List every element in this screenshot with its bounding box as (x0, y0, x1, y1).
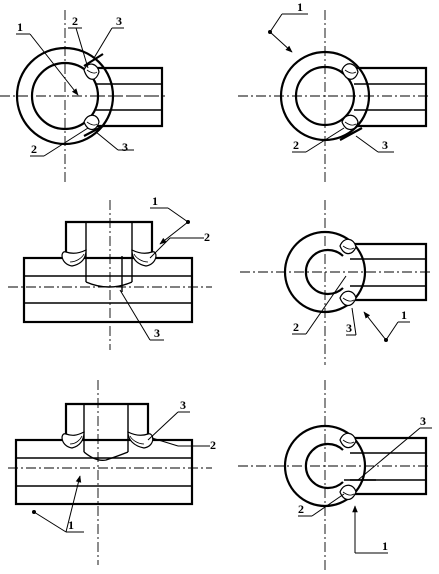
callout-label: 3 (116, 14, 122, 28)
callout-label: 2 (293, 138, 299, 152)
weld-bead-lower (83, 114, 100, 131)
callout-label: 2 (210, 438, 216, 452)
callout-label: 1 (382, 539, 388, 553)
weld-bead-right (131, 249, 157, 267)
weld-bead-lower (339, 290, 357, 307)
callout-label: 3 (420, 414, 426, 428)
weld-bead-upper (339, 432, 357, 449)
weld-bead-left (61, 249, 87, 267)
weld-bead-lower (341, 114, 359, 131)
weld-bead-lower (339, 484, 357, 501)
weld-bead-upper (339, 238, 357, 255)
weld-bead-upper (83, 63, 100, 80)
panel-1-ring-pipe-joint: 1 2 3 2 3 (0, 10, 165, 185)
panel-3-tee-joint: 1 2 3 (8, 194, 212, 350)
callout-label: 1 (68, 518, 74, 532)
callout-label: 2 (298, 502, 304, 516)
callout-label: 1 (17, 20, 23, 34)
panel-2-ring-pipe-joint: 1 2 3 (238, 0, 430, 185)
callout-label: 1 (401, 308, 407, 322)
callout-label: 3 (154, 326, 160, 340)
callout-label: 2 (204, 230, 210, 244)
panel-4-ring-pipe-joint: 2 3 1 (240, 200, 430, 365)
panel-6-ring-pipe-joint: 3 2 1 (238, 380, 432, 572)
callout-label: 1 (297, 0, 303, 14)
callout-label: 2 (72, 14, 78, 28)
callout-label: 2 (293, 320, 299, 334)
callout-label: 1 (152, 194, 158, 208)
weld-bead-left (61, 431, 85, 449)
weld-bead-upper (341, 63, 359, 80)
panel-5-tee-joint: 3 2 1 (8, 380, 216, 565)
callout-label: 3 (180, 398, 186, 412)
callout-label: 3 (382, 138, 388, 152)
callout-label: 3 (122, 140, 128, 154)
callout-label: 2 (31, 142, 37, 156)
weld-bead-right (127, 431, 154, 449)
callout-label: 3 (346, 321, 352, 335)
